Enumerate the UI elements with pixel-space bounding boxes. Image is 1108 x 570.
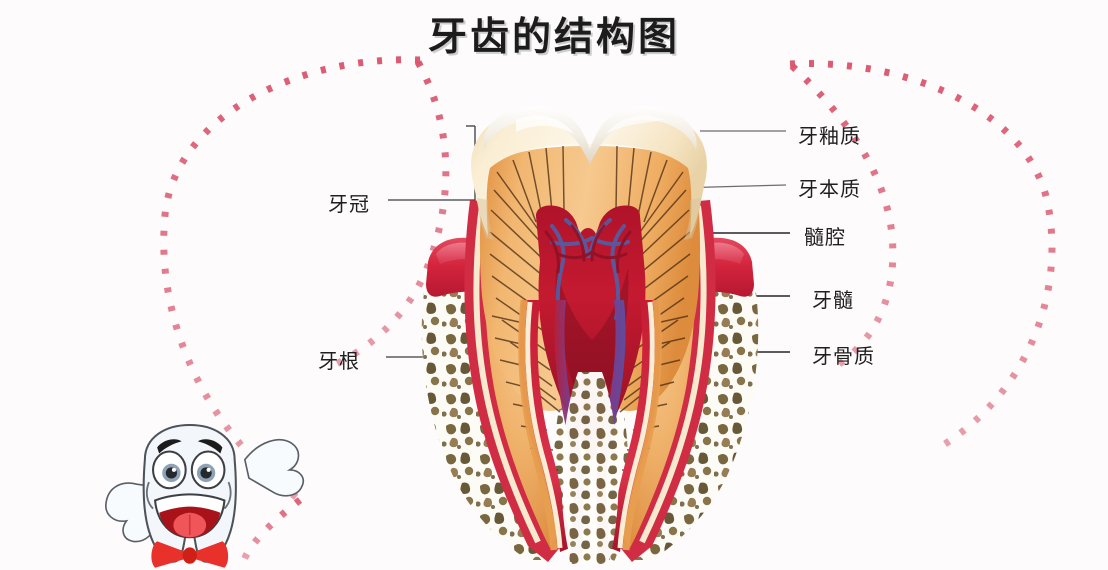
mascot-bowtie [151, 541, 229, 568]
mascot-left-eyebrow [157, 439, 182, 454]
mascot-right-hand [243, 439, 305, 497]
label-dental-pulp: 牙髓 [812, 288, 854, 312]
alveolar-bone-foreground [561, 372, 619, 564]
mascot-body [142, 423, 237, 563]
label-enamel: 牙釉质 [798, 124, 861, 148]
label-dentin: 牙本质 [798, 177, 861, 201]
enamel-layer [471, 105, 707, 240]
page-title: 牙齿的结构图 [427, 15, 680, 60]
label-root: 牙根 [318, 349, 360, 373]
label-crown: 牙冠 [328, 192, 370, 216]
label-pulp-cavity: 髓腔 [804, 225, 846, 249]
root-canal-walls [518, 299, 662, 552]
mascot-right-eyebrow [197, 439, 223, 454]
label-cementum: 牙骨质 [812, 344, 875, 368]
